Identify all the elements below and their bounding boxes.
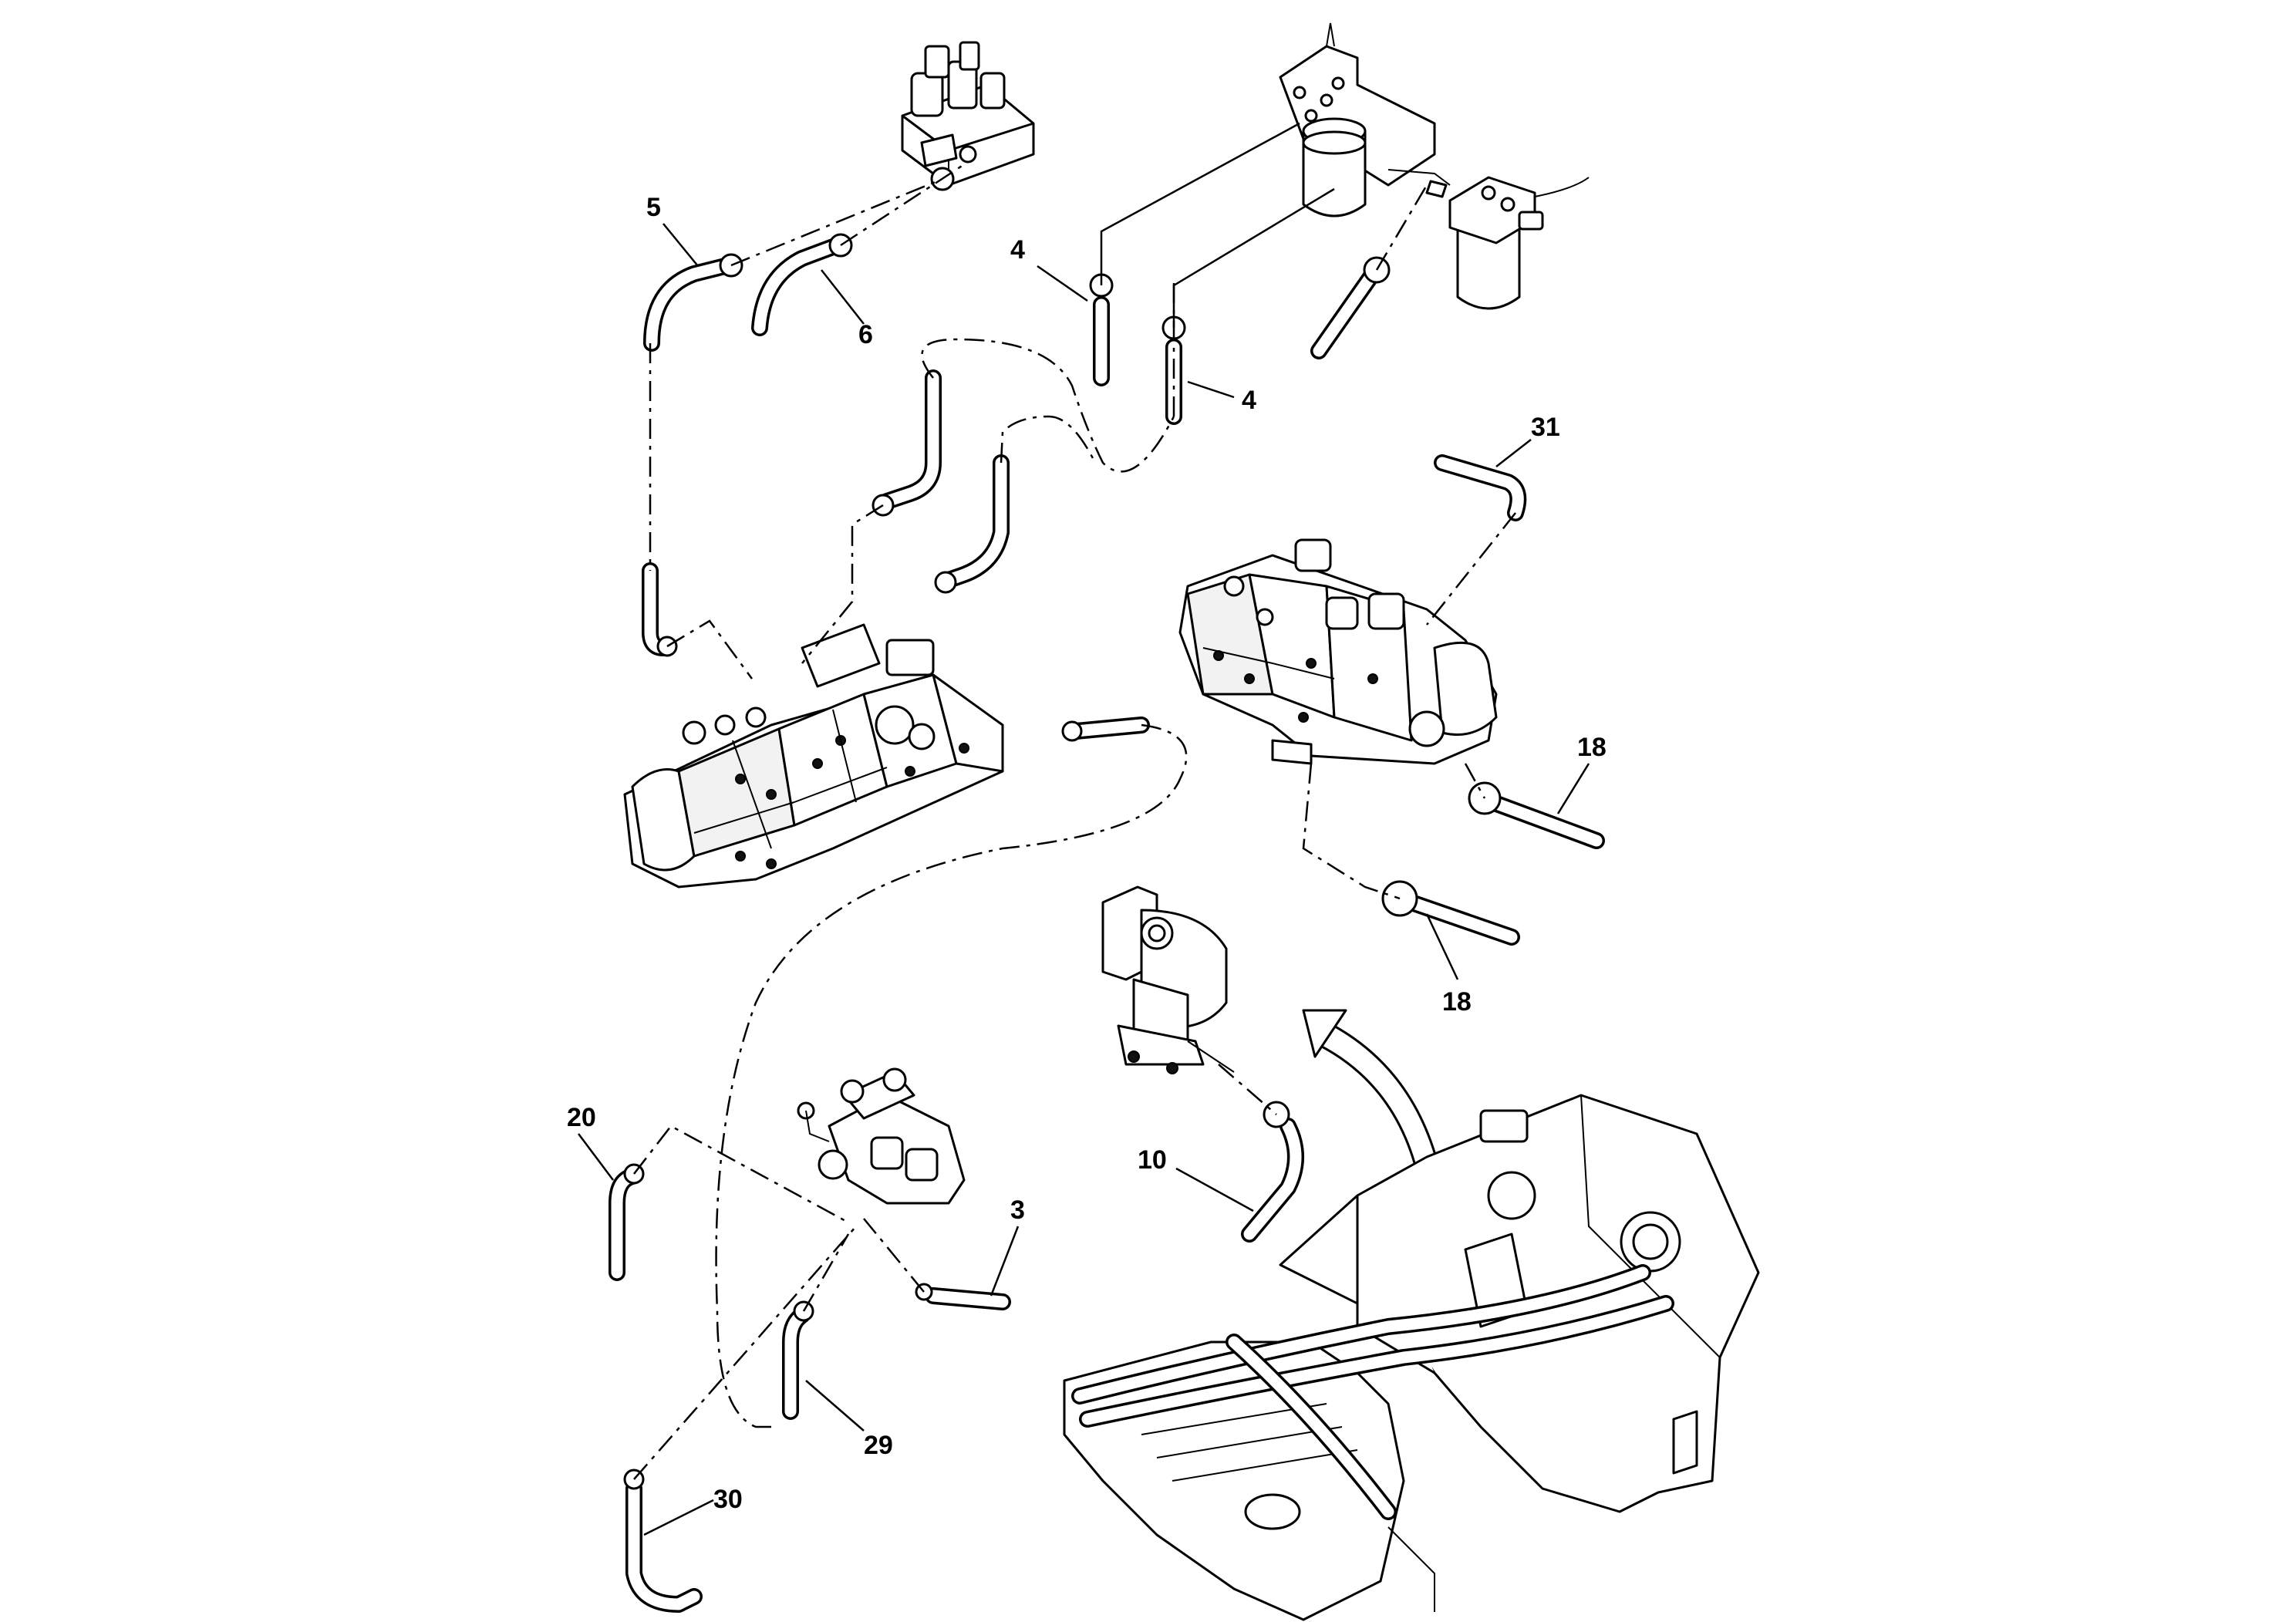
bottom-valve-block [797, 1067, 966, 1205]
callout-30: 30 [713, 1485, 743, 1514]
callout-20: 20 [567, 1103, 596, 1132]
connection-lines [633, 122, 1516, 1480]
right-pump-assembly [1178, 538, 1498, 765]
top-valve-block [901, 41, 1035, 191]
top-filter-assembly [1279, 22, 1590, 310]
callout-5: 5 [646, 193, 661, 222]
callout-31: 31 [1531, 413, 1560, 442]
machine-frame [1063, 1094, 1760, 1621]
callout-10: 10 [1138, 1145, 1167, 1175]
leader-lines [578, 223, 1590, 1536]
callout-labels: 5 6 4 4 31 18 18 10 20 3 29 30 [567, 193, 1607, 1514]
callout-4b: 4 [1242, 386, 1256, 415]
callout-4a: 4 [1010, 235, 1025, 265]
callout-29: 29 [864, 1431, 893, 1460]
middle-actuator [1101, 885, 1235, 1074]
callout-3: 3 [1010, 1195, 1025, 1225]
callout-18b: 18 [1442, 987, 1472, 1017]
filter-side-hose [1310, 256, 1391, 359]
callout-18a: 18 [1577, 733, 1607, 762]
callout-6: 6 [858, 320, 873, 349]
left-pump-assembly [623, 623, 1004, 889]
